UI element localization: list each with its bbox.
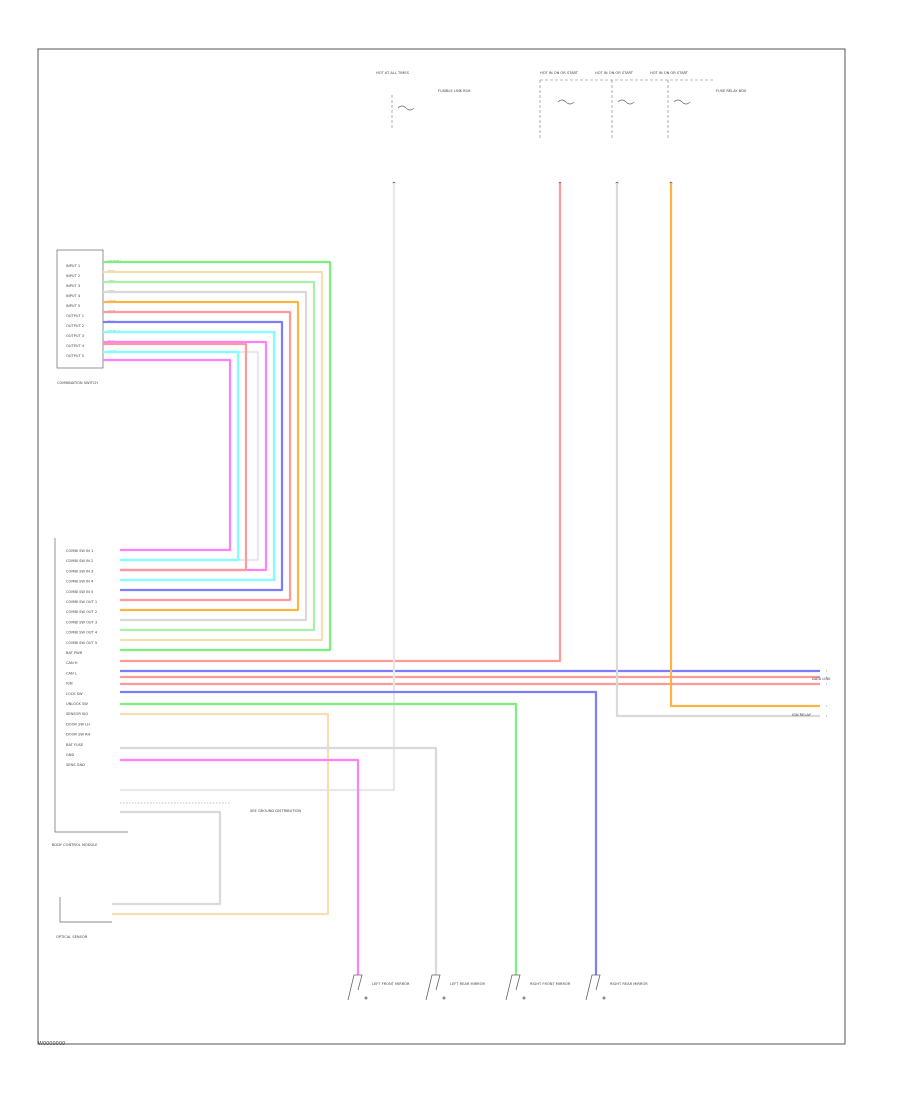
bcm-pin-label: BAT FUSE xyxy=(66,743,84,747)
bcm-pin-label: COMBI SW IN 4 xyxy=(66,580,94,584)
mirror-wire-rr xyxy=(120,690,598,975)
switch-pin-label: OUTPUT 2 xyxy=(66,324,84,328)
ground-note: SEE GROUND DISTRIBUTION xyxy=(250,809,301,813)
mirror-motor-icon xyxy=(347,974,363,1001)
bcm-pin-label: COMBI SW OUT 1 xyxy=(66,600,97,604)
bcm-pin-label: IGN xyxy=(66,682,73,686)
mirror-motor-label: RIGHT REAR MIRROR xyxy=(610,982,648,986)
connector-stub: › xyxy=(826,675,828,679)
bat-fuse-wire xyxy=(120,183,396,792)
bundle-wire xyxy=(103,260,332,652)
mirror-ground-icon xyxy=(364,996,368,1000)
bcm-pin-label: DOOR SW RH xyxy=(66,733,91,737)
fuse-label-4: HOT IN ON OR START xyxy=(650,71,689,75)
bundle-wire xyxy=(103,330,276,582)
switch-pin-label: INPUT 2 xyxy=(66,274,80,278)
right-connector-label-1: DATA LINK xyxy=(812,677,831,681)
connector-markers xyxy=(392,181,673,185)
fuse-feed-wire-2 xyxy=(615,183,820,718)
bcm-label: BODY CONTROL MODULE xyxy=(52,843,98,847)
figure-id: W0000000 xyxy=(38,1041,66,1047)
bcm-pins: COMBI SW IN 1 COMBI SW IN 2 COMBI SW IN 3 C… xyxy=(66,549,98,767)
bcm-pin-label: COMBI SW OUT 5 xyxy=(66,641,97,645)
switch-pin-label: OUTPUT 1 xyxy=(66,314,84,318)
mirror-ground-icon xyxy=(602,996,606,1000)
bcm-pin-label: COMBI SW IN 1 xyxy=(66,549,93,553)
bundle-wire xyxy=(103,300,300,612)
diagram-frame xyxy=(37,48,846,1045)
bundle-wire xyxy=(103,340,268,572)
connector-stub: › xyxy=(826,714,828,718)
body-control-module-box xyxy=(54,538,128,833)
bcm-pin-label: COMBI SW OUT 2 xyxy=(66,610,97,614)
bcm-pin-label: COMBI SW IN 3 xyxy=(66,569,93,573)
bat-feed-wire xyxy=(120,183,562,663)
mirror-motor-label: LEFT FRONT MIRROR xyxy=(372,982,410,986)
fuse-desc-1: FUSIBLE LINK BOX xyxy=(438,89,471,93)
bundle-wire xyxy=(103,310,292,602)
fuse-label-3: HOT IN ON OR START xyxy=(595,71,634,75)
fuse-symbols xyxy=(397,99,691,111)
mirror-ground-icon xyxy=(442,996,446,1000)
fuse-desc-4: FUSE RELAY BOX xyxy=(716,89,747,93)
mirror-motor-label: LEFT REAR MIRROR xyxy=(450,982,485,986)
fuse-feed-wire xyxy=(669,183,820,708)
inner-loop-wire xyxy=(103,350,240,562)
bcm-pin-label: LOCK SW xyxy=(66,692,83,696)
bundle-wire xyxy=(103,320,284,592)
combination-switch-pins: INPUT 1 INPUT 2 INPUT 3 INPUT 4 INPUT 5 OUTPU… xyxy=(66,264,85,358)
switch-pin-label: OUTPUT 3 xyxy=(66,334,84,338)
mirror-motor-icon xyxy=(505,974,521,1001)
bundle-wire xyxy=(103,280,316,632)
fuse-relay-box-outline xyxy=(539,79,715,140)
mirror-ground-icon xyxy=(522,996,526,1000)
inner-loop-wire xyxy=(103,342,248,572)
bcm-pin-label: COMBI SW IN 2 xyxy=(66,559,93,563)
mirror-wire-rf xyxy=(120,702,518,975)
mirror-motors: LEFT FRONT MIRROR LEFT REAR MIRROR RIGHT F… xyxy=(347,974,648,1001)
bcm-pin-label: UNLOCK SW xyxy=(66,702,88,706)
bcm-pin-label: GND xyxy=(66,753,74,757)
switch-pin-label: INPUT 4 xyxy=(66,294,81,298)
optical-sensor-label: OPTICAL SENSOR xyxy=(56,935,88,939)
switch-pin-label: OUTPUT 5 xyxy=(66,354,84,358)
switch-pin-label: OUTPUT 4 xyxy=(66,344,85,348)
bcm-pin-label: CAN H xyxy=(66,661,78,665)
switch-pin-label: INPUT 3 xyxy=(66,284,80,288)
switch-pin-label: INPUT 5 xyxy=(66,304,80,308)
combination-switch-label: COMBINATION SWITCH xyxy=(57,381,98,385)
mirror-motor-icon xyxy=(425,974,441,1001)
mirror-wire-lr xyxy=(120,746,438,975)
mirror-motor-icon xyxy=(585,974,601,1001)
optical-sensor-box xyxy=(59,897,112,923)
bcm-pin-label: COMBI SW IN 5 xyxy=(66,590,93,594)
bundle-wire xyxy=(103,350,260,562)
switch-pin-label: INPUT 1 xyxy=(66,264,80,268)
bcm-pin-label: SENSOR SIG xyxy=(66,712,88,716)
inner-loop-wire xyxy=(103,358,232,552)
fuse-label-2: HOT IN ON OR START xyxy=(540,71,579,75)
bundle-wire xyxy=(103,270,324,642)
right-connector-label-2: IGN RELAY xyxy=(792,713,812,717)
bcm-pin-label: COMBI SW OUT 3 xyxy=(66,620,97,624)
bcm-pin-label: DOOR SW LH xyxy=(66,722,90,726)
sensor-wire xyxy=(112,712,330,916)
bcm-pin-label: BAT PWR xyxy=(66,651,83,655)
mirror-motor-label: RIGHT FRONT MIRROR xyxy=(530,982,571,986)
connector-stub: › xyxy=(826,682,828,686)
bundle-wire xyxy=(103,290,308,622)
fuse-label-1: HOT AT ALL TIMES xyxy=(376,71,410,75)
bcm-pin-label: CAN L xyxy=(66,671,77,675)
connector-stub: › xyxy=(826,669,828,673)
mirror-wire-lf xyxy=(120,758,360,975)
bcm-pin-label: SENS GND xyxy=(66,763,85,767)
sensor-gnd-wire xyxy=(112,810,222,906)
combination-switch-box xyxy=(56,249,104,369)
bcm-pin-label: COMBI SW OUT 4 xyxy=(66,631,98,635)
connector-stub: › xyxy=(826,704,828,708)
